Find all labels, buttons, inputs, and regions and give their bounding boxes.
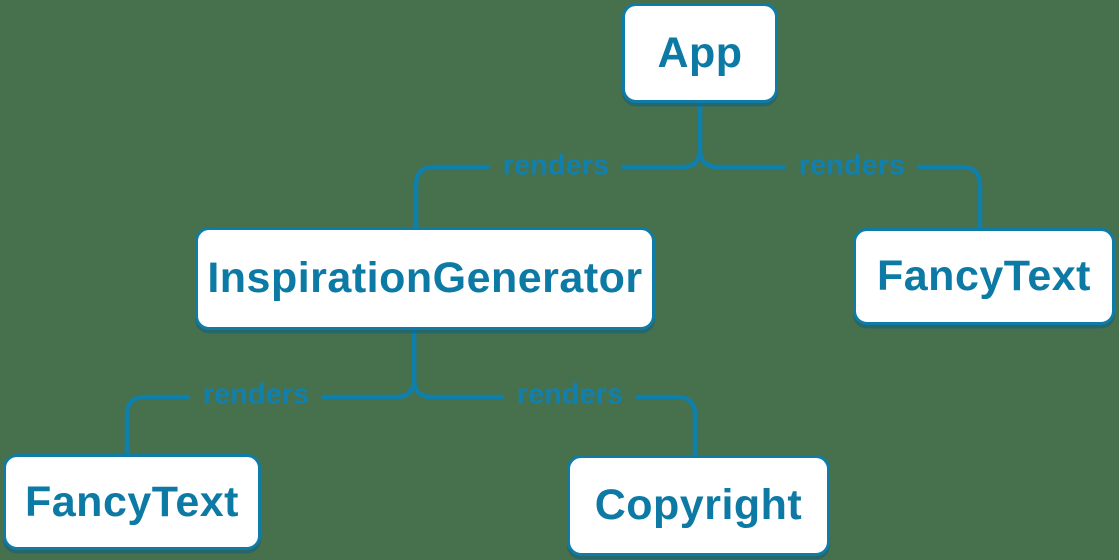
node-fancy-text-top-right: FancyText bbox=[853, 228, 1115, 325]
edge-label-renders-app-fancytext: renders bbox=[785, 149, 919, 183]
node-app: App bbox=[622, 3, 778, 103]
node-inspiration-generator: InspirationGenerator bbox=[195, 227, 655, 330]
node-copyright-label: Copyright bbox=[594, 481, 803, 529]
node-app-label: App bbox=[657, 28, 743, 77]
node-fancy-text-bottom-left: FancyText bbox=[3, 454, 261, 550]
edge-label-renders-app-inspirationgenerator: renders bbox=[489, 149, 623, 183]
edge-label-renders-inspirationgenerator-copyright: renders bbox=[503, 378, 637, 412]
node-copyright: Copyright bbox=[567, 455, 830, 556]
node-fancy-text-top-right-label: FancyText bbox=[877, 252, 1091, 300]
node-fancy-text-bottom-left-label: FancyText bbox=[25, 477, 239, 526]
node-inspiration-generator-label: InspirationGenerator bbox=[207, 254, 643, 302]
edge-label-renders-inspirationgenerator-fancytext: renders bbox=[189, 378, 323, 412]
